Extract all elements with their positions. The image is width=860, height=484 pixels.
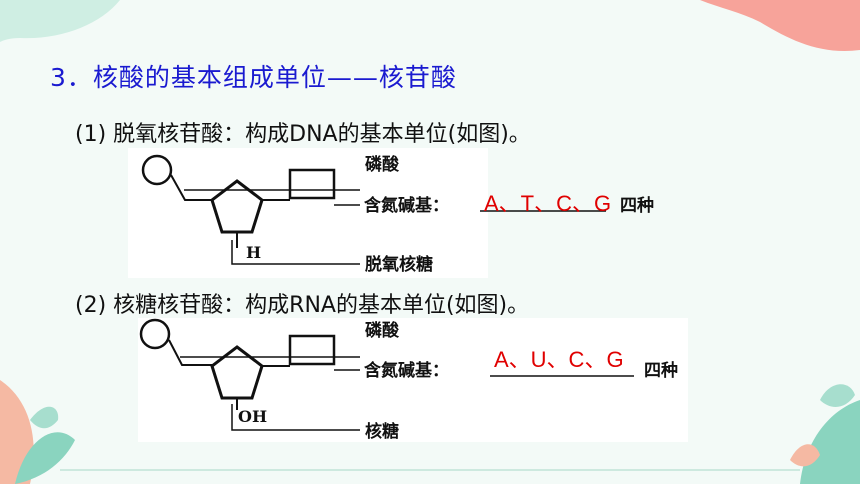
- phosphate-label: 磷酸: [365, 320, 400, 341]
- phosphate-circle: [139, 318, 171, 350]
- sugar-label: 脱氧核糖: [365, 254, 433, 275]
- sugar-label: 核糖: [365, 421, 399, 442]
- ribonucleotide-bases-answer: A、U、C、G: [494, 347, 624, 372]
- bottom-right-leaves: [790, 384, 860, 484]
- type-count-label: 四种: [644, 360, 678, 381]
- top-right-blob: [700, 0, 860, 51]
- base-label: 含氮碱基：: [364, 360, 449, 381]
- phosphate-circle: [141, 154, 173, 186]
- base-rectangle: [288, 334, 336, 366]
- bottom-left-leaves: [0, 380, 75, 484]
- heading-text: 核酸的基本组成单位——核苷酸: [92, 63, 457, 92]
- deoxynucleotide-title: (1) 脱氧核苷酸：构成DNA的基本单位(如图)。: [75, 122, 531, 147]
- h-group-label: H: [246, 243, 261, 262]
- type-count-label: 四种: [620, 195, 654, 216]
- heading-number: 3: [50, 63, 67, 92]
- oh-group-label: OH: [238, 407, 267, 426]
- phosphate-label: 磷酸: [365, 154, 400, 175]
- base-label: 含氮碱基：: [364, 195, 449, 216]
- section-heading: 3．核酸的基本组成单位——核苷酸: [50, 63, 457, 92]
- base-rectangle: [288, 168, 336, 200]
- top-left-blob: [0, 0, 120, 42]
- deoxynucleotide-bases-answer: A、T、C、G: [484, 191, 612, 216]
- ribonucleotide-title: (2) 核糖核苷酸：构成RNA的基本单位(如图)。: [75, 293, 530, 318]
